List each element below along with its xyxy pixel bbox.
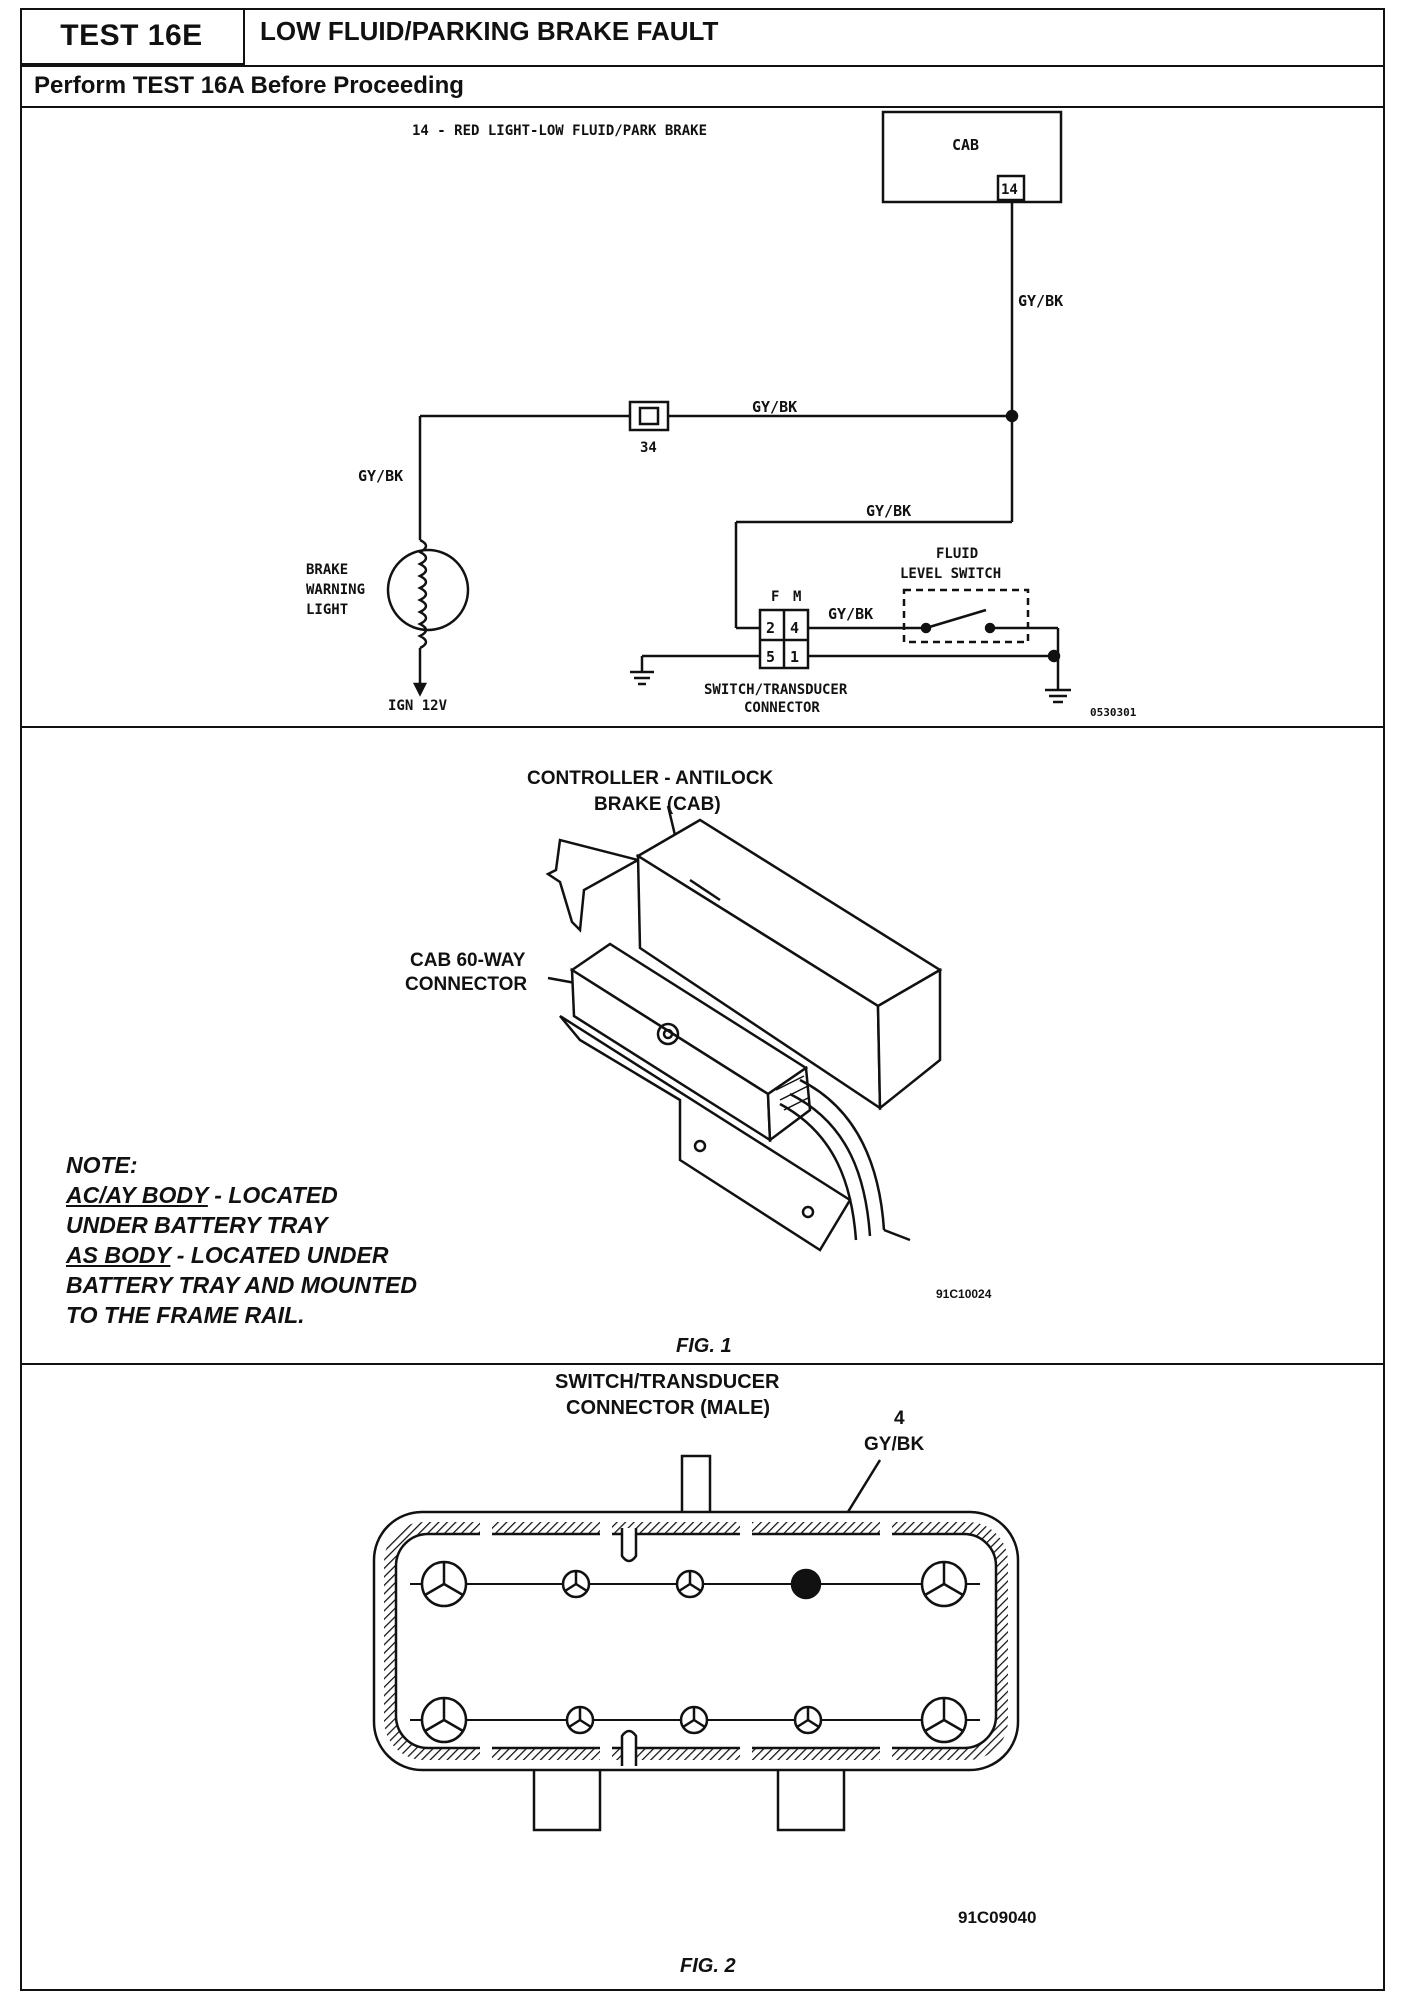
header-divider [20, 65, 1385, 67]
circuit-label: 14 - RED LIGHT-LOW FLUID/PARK BRAKE [412, 123, 707, 139]
cab-label: CAB [952, 136, 979, 154]
location-note: NOTE: AC/AY BODY - LOCATED UNDER BATTERY… [66, 1150, 417, 1330]
header-divider-2 [20, 106, 1385, 108]
polarizing-slot [620, 1729, 638, 1766]
connector-pin-5: 5 [766, 648, 775, 666]
note-body-ac-ay: AC/AY BODY [66, 1182, 208, 1208]
ign-arrow-icon [412, 682, 428, 697]
mount-hole [801, 1205, 815, 1219]
connector-pin [679, 1705, 709, 1735]
wiring-schematic: 14 - RED LIGHT-LOW FLUID/PARK BRAKE CAB … [306, 110, 1137, 719]
connector-pin [793, 1705, 823, 1735]
note-body-as: AS BODY [66, 1242, 171, 1268]
connector-pin-4-highlighted [790, 1568, 822, 1600]
page-frame [20, 8, 1385, 1991]
connector-pin [420, 1560, 468, 1608]
splice-34-box [628, 400, 670, 432]
connector-bolt [656, 1022, 680, 1046]
pin-number-label: 4 [894, 1408, 905, 1429]
figure-code: 91C10024 [936, 1287, 992, 1301]
module-side [876, 967, 942, 1111]
connector-m-label: M [793, 589, 801, 605]
note-text: BATTERY TRAY AND MOUNTED [66, 1272, 417, 1298]
page-title: LOW FLUID/PARKING BRAKE FAULT [260, 16, 719, 46]
connector-pin-4: 4 [790, 619, 799, 637]
brake-warning-bulb [386, 548, 470, 632]
connector-pin [675, 1569, 705, 1599]
splice-dot [1047, 649, 1061, 663]
connector-latch [532, 1762, 602, 1832]
connector-key-tab [680, 1454, 712, 1518]
mounting-bracket [545, 838, 642, 933]
cab-pin-number: 14 [1001, 182, 1018, 198]
cab-pin-box [996, 174, 1026, 202]
note-text: - LOCATED [207, 1182, 338, 1208]
note-title: NOTE: [66, 1152, 138, 1178]
wire-color-label: GY/BK [358, 467, 403, 485]
section-divider-2 [20, 1363, 1385, 1365]
connector-pin-2: 2 [766, 619, 775, 637]
lower-bracket [559, 1014, 852, 1252]
ign-label: IGN 12V [388, 698, 448, 714]
splice-number: 34 [640, 440, 657, 456]
polarizing-slot [620, 1528, 638, 1563]
test-id: TEST 16E [20, 8, 245, 65]
pin-row-bottom [420, 1696, 968, 1744]
note-text: TO THE FRAME RAIL. [66, 1302, 305, 1328]
connector-pin [561, 1569, 591, 1599]
wire-harness [799, 1078, 886, 1231]
connector-pin [920, 1560, 968, 1608]
mount-hole [693, 1139, 707, 1153]
connector-latch [776, 1762, 846, 1832]
wire-color-label: GY/BK [866, 502, 911, 520]
figure-caption: FIG. 2 [680, 1955, 736, 1977]
fig2-title-line2: CONNECTOR (MALE) [566, 1397, 770, 1419]
connector-f-label: F [771, 589, 779, 605]
fig2-connector-illustration: SWITCH/TRANSDUCER CONNECTOR (MALE) 4 GY/… [372, 1371, 1036, 1977]
pin-row-top [420, 1560, 968, 1608]
connector-pin-1: 1 [790, 648, 799, 666]
figure-caption: FIG. 1 [676, 1335, 732, 1357]
connector-end [766, 1065, 812, 1143]
pin-wire-label: GY/BK [864, 1434, 924, 1455]
wire-color-label: GY/BK [752, 398, 797, 416]
figure-code: 0530301 [1090, 706, 1137, 719]
wire-color-label: GY/BK [1018, 292, 1063, 310]
fig2-title-line1: SWITCH/TRANSDUCER [555, 1371, 780, 1393]
wire-color-label: GY/BK [828, 605, 873, 623]
splice-34-inner [638, 406, 660, 426]
connector-pin [420, 1696, 468, 1744]
connector-pin [565, 1705, 595, 1735]
prerequisite-text: Perform TEST 16A Before Proceeding [34, 72, 464, 99]
note-text: - LOCATED UNDER [170, 1242, 389, 1268]
section-divider-1 [20, 726, 1385, 728]
fluid-level-switch-box [902, 588, 1030, 644]
bulb-filament [417, 538, 428, 650]
cab-module-box [881, 110, 1063, 204]
note-text: UNDER BATTERY TRAY [66, 1212, 328, 1238]
connector-pin [920, 1696, 968, 1744]
figure-code: 91C09040 [958, 1908, 1036, 1927]
switch-blade [925, 608, 987, 630]
connector-shell-inner [394, 1532, 998, 1750]
